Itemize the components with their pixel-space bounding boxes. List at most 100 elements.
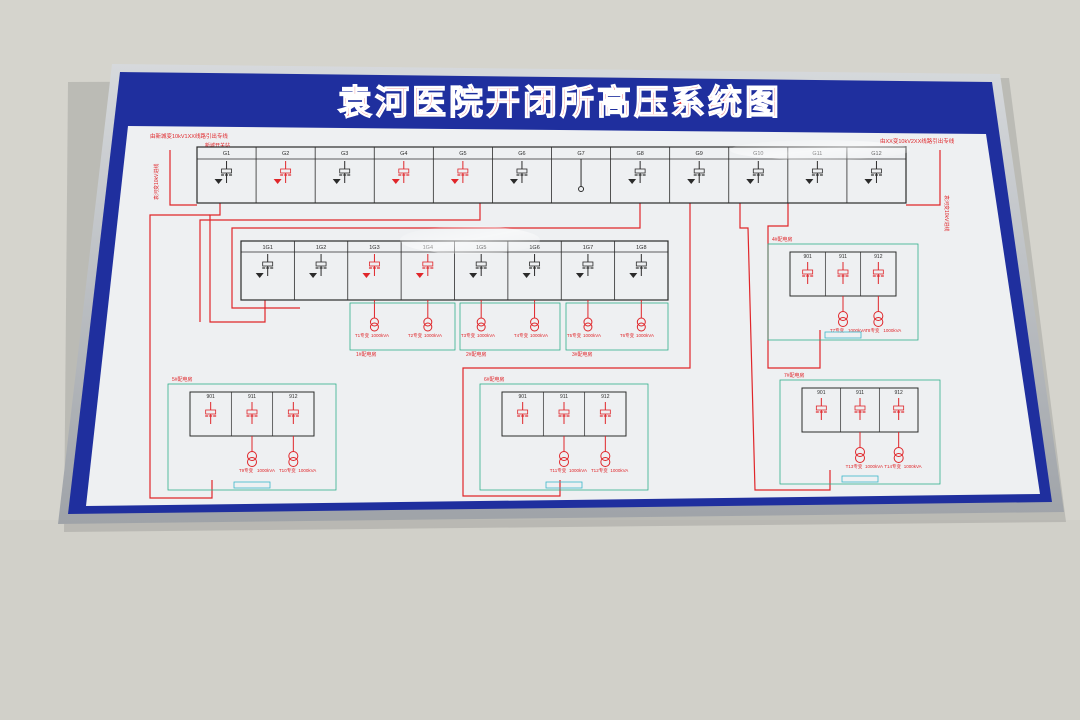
cabinet-label-G8: G8 [636,151,643,157]
room-cabinet-label: 911 [856,390,864,396]
left-vertical-label: 袁河变10kV进线 [153,164,160,200]
room-transformer-capacity: 1000kVA [257,468,275,473]
board-title: 袁河医院开闭所高压系统图 [338,83,782,123]
room-transformer-label: T12专变 [591,467,608,474]
room-outline [779,379,941,485]
transformer-coil-a [530,317,540,327]
room-transformer-label: T11专变 [550,467,567,474]
transformer-label: T5专变 [567,332,582,339]
cabinet-label-G5: G5 [459,151,466,157]
cabinet-label-G2: G2 [282,151,289,157]
room-cabinet-label: 911 [248,394,256,400]
room-transformer-capacity: 1000kVA [904,464,922,469]
transformer-capacity: 1000kVA [371,333,389,338]
pt-symbol [578,186,585,192]
room-cabinet-label: 901 [817,390,826,396]
room-transformer-coil-a [838,311,848,321]
room-label: 5#配电房 [172,376,193,383]
transformer-coil-a [423,317,433,327]
earth-symbol [332,179,341,184]
earth-symbol [629,273,638,278]
top-left-sub: 新城开关站 [205,142,230,149]
earth-symbol [415,273,424,278]
glass-glare-2 [730,140,910,160]
mid-cabinet-label-1G2: 1G2 [316,245,326,251]
room-outline [767,243,919,341]
room-transformer-capacity: 1000kVA [865,464,883,469]
transformer-capacity: 1000kVA [424,333,442,338]
earth-symbol [687,179,696,184]
room-transformer-label: T8专变 [865,327,880,334]
secondary-switchgear-panel: 1G11G21G31G41G51G61G71G81#配电房2#配电房3#配电房T… [240,240,669,358]
mid-cabinet-label-1G6: 1G6 [529,245,539,251]
room-transformer-capacity: 1000kVA [298,468,316,473]
room-cabinet-label: 901 [803,254,812,260]
room-transformer-coil-b [855,453,865,463]
room-label: 6#配电房 [484,376,505,383]
top-left-note: 由新城变10kV1XX线路引出专线 [150,132,228,140]
earth-symbol [309,273,318,278]
room-tag-box [841,475,879,483]
earth-symbol [255,273,264,278]
room-transformer-coil-b [600,457,611,467]
feeder-wire [906,150,941,206]
feeder-wire [169,150,197,206]
top-right-note: 由XX变10kV2XX线路引出专线 [880,137,955,145]
transformer-coil-a [369,317,379,327]
transformer-label: T1专变 [355,332,370,339]
earth-symbol [575,273,584,278]
room-box [349,302,456,351]
transformer-coil-b [636,322,646,332]
earth-symbol [362,273,371,278]
room-transformer-coil-a [247,451,257,461]
earth-symbol [450,179,459,184]
transformer-coil-a [583,317,593,327]
room-transformer-capacity: 1000kVA [610,468,628,473]
room-label: 4#配电房 [772,236,793,243]
room-transformer-coil-a [288,451,299,461]
cabinet-label-G7: G7 [577,151,584,157]
cabinet-label-G1: G1 [223,151,230,157]
room-tag-box [233,481,271,489]
room-outline [167,383,337,491]
transformer-coil-b [423,322,433,332]
earth-symbol [628,179,637,184]
room-cabinet-label: 912 [894,390,903,396]
transformer-capacity: 1000kVA [530,333,548,338]
room-transformer-coil-b [838,317,848,327]
room-transformer-coil-b [288,457,299,467]
room-box [565,302,669,351]
room-transformer-capacity: 1000kVA [848,328,866,333]
earth-symbol [509,179,518,184]
room-transformer-coil-b [873,317,884,327]
room-transformer-coil-a [855,447,865,457]
feeder-wire [149,214,213,499]
room-transformer-coil-b [247,457,257,467]
room-cabinet-label: 912 [601,394,610,400]
room-cabinet-label: 901 [206,394,215,400]
earth-symbol [522,273,531,278]
transformer-label: T3专变 [461,332,476,339]
transformer-coil-b [476,322,486,332]
transformer-label: T4专变 [514,332,529,339]
transformer-coil-b [369,322,379,332]
room-transformer-coil-b [559,457,569,467]
room-label: 2#配电房 [466,351,487,358]
earth-symbol [469,273,478,278]
earth-symbol [214,179,223,184]
room-transformer-label: T14专变 [884,463,901,470]
transformer-coil-b [583,322,593,332]
room-cabinet-label: 911 [560,394,568,400]
mid-cabinet-label-1G3: 1G3 [369,245,379,251]
room-label: 7#配电房 [784,372,805,379]
room-transformer-label: T13专变 [846,463,863,470]
mid-cabinet-label-1G1: 1G1 [262,245,272,251]
room-transformer-coil-a [559,451,569,461]
earth-symbol [805,179,814,184]
transformer-coil-a [636,317,646,327]
feeder-wire [209,203,266,323]
